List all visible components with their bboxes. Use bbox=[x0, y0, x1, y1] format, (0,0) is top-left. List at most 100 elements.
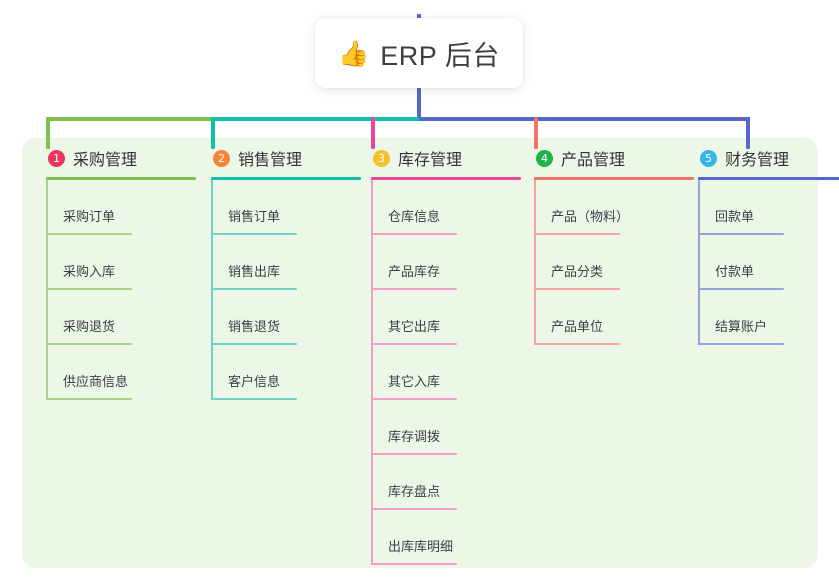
branch-title: 采购管理 bbox=[73, 152, 138, 169]
branch-item[interactable]: 仓库信息 bbox=[371, 180, 521, 235]
branch-header-rule bbox=[46, 177, 196, 180]
branch-header-rule bbox=[371, 177, 521, 180]
branch-item-rule bbox=[211, 398, 297, 400]
branch-item[interactable]: 采购退货 bbox=[46, 290, 196, 345]
branch-spine bbox=[211, 180, 213, 400]
branch-item[interactable]: 销售退货 bbox=[211, 290, 361, 345]
branch-item-label: 结算账户 bbox=[715, 319, 768, 334]
drop-product bbox=[534, 117, 538, 149]
branches-panel bbox=[22, 138, 818, 568]
branch-item[interactable]: 库存调拨 bbox=[371, 400, 521, 455]
branch-number-badge: 5 bbox=[700, 149, 717, 167]
branch-item-rule bbox=[46, 343, 132, 345]
branch-number-badge: 3 bbox=[373, 149, 390, 167]
branch-header-5[interactable]: 5 财务管理 bbox=[698, 146, 839, 170]
branch-item-label: 销售出库 bbox=[228, 264, 281, 279]
branch-item-label: 出库库明细 bbox=[388, 539, 454, 554]
branch-item-label: 采购入库 bbox=[63, 264, 116, 279]
branch-item-rule bbox=[698, 233, 784, 235]
branch-item-label: 销售订单 bbox=[228, 209, 281, 224]
branch-header-rule bbox=[534, 177, 694, 180]
branch-item-label: 供应商信息 bbox=[63, 374, 129, 389]
branch-header-3[interactable]: 3 库存管理 bbox=[371, 146, 521, 170]
drop-inventory bbox=[371, 117, 375, 149]
branch-item-rule bbox=[211, 343, 297, 345]
branch-item[interactable]: 采购订单 bbox=[46, 180, 196, 235]
branch-number-badge: 4 bbox=[536, 149, 553, 167]
branch-item[interactable]: 库存盘点 bbox=[371, 455, 521, 510]
branch-item-label: 产品（物料） bbox=[551, 209, 630, 224]
branch-item[interactable]: 客户信息 bbox=[211, 345, 361, 400]
drop-purchase bbox=[46, 117, 50, 149]
branch-item[interactable]: 回款单 bbox=[698, 180, 839, 235]
branch-item-label: 销售退货 bbox=[228, 319, 281, 334]
branch-item-label: 仓库信息 bbox=[388, 209, 441, 224]
branch-item[interactable]: 销售出库 bbox=[211, 235, 361, 290]
branch-spine bbox=[46, 180, 48, 400]
branch-item-rule bbox=[371, 343, 457, 345]
branch-item-label: 采购退货 bbox=[63, 319, 116, 334]
branch-header-4[interactable]: 4 产品管理 bbox=[534, 146, 694, 170]
branch-item-rule bbox=[371, 288, 457, 290]
branch-item-label: 其它入库 bbox=[388, 374, 441, 389]
bus-segment-green bbox=[46, 117, 213, 121]
drop-finance bbox=[746, 117, 750, 149]
branch-item[interactable]: 销售订单 bbox=[211, 180, 361, 235]
branch-item-label: 采购订单 bbox=[63, 209, 116, 224]
branch-item-rule bbox=[698, 343, 784, 345]
branch-item[interactable]: 产品分类 bbox=[534, 235, 694, 290]
branch-spine bbox=[698, 180, 700, 345]
branch-item[interactable]: 其它入库 bbox=[371, 345, 521, 400]
branch-item[interactable]: 产品（物料） bbox=[534, 180, 694, 235]
branch-item-rule bbox=[371, 508, 457, 510]
branch-item-label: 付款单 bbox=[715, 264, 755, 279]
branch-item[interactable]: 付款单 bbox=[698, 235, 839, 290]
branch-spine bbox=[534, 180, 536, 345]
branch-item-list: 销售订单销售出库销售退货客户信息 bbox=[211, 180, 361, 400]
branch-item-label: 库存调拨 bbox=[388, 429, 441, 444]
branch-header-rule bbox=[211, 177, 361, 180]
branch-item-label: 产品分类 bbox=[551, 264, 604, 279]
branch-item[interactable]: 产品库存 bbox=[371, 235, 521, 290]
root-node-content: 👍 ERP 后台 bbox=[338, 34, 500, 73]
branch-item-rule bbox=[534, 233, 620, 235]
branch-column-5: 5 财务管理回款单付款单结算账户 bbox=[698, 146, 839, 345]
drop-sales bbox=[211, 117, 215, 149]
branch-column-4: 4 产品管理产品（物料） 产品分类产品单位 bbox=[534, 146, 694, 345]
branch-item-rule bbox=[371, 233, 457, 235]
branch-item-rule bbox=[534, 343, 620, 345]
branch-item-list: 采购订单采购入库采购退货供应商信息 bbox=[46, 180, 196, 400]
branch-item[interactable]: 出库库明细 bbox=[371, 510, 521, 565]
branch-item-label: 回款单 bbox=[715, 209, 755, 224]
branch-item-label: 产品单位 bbox=[551, 319, 604, 334]
branch-item-list: 仓库信息产品库存其它出库其它入库库存调拨库存盘点出库库明细 bbox=[371, 180, 521, 565]
bus-segment-teal bbox=[213, 117, 419, 121]
branch-spine bbox=[371, 180, 373, 565]
branch-item-rule bbox=[211, 288, 297, 290]
branch-item[interactable]: 供应商信息 bbox=[46, 345, 196, 400]
branch-item-list: 回款单付款单结算账户 bbox=[698, 180, 839, 345]
branch-title: 产品管理 bbox=[561, 152, 626, 169]
branch-item-label: 客户信息 bbox=[228, 374, 281, 389]
branch-item-list: 产品（物料） 产品分类产品单位 bbox=[534, 180, 694, 345]
branch-item-rule bbox=[46, 398, 132, 400]
branch-title: 销售管理 bbox=[238, 152, 303, 169]
branch-item[interactable]: 采购入库 bbox=[46, 235, 196, 290]
branch-item-rule bbox=[371, 563, 457, 565]
root-node[interactable]: 👍 ERP 后台 bbox=[315, 18, 523, 88]
branch-title: 库存管理 bbox=[398, 152, 463, 169]
branch-item[interactable]: 结算账户 bbox=[698, 290, 839, 345]
branch-item-label: 库存盘点 bbox=[388, 484, 441, 499]
root-title: ERP 后台 bbox=[380, 40, 500, 71]
branch-title: 财务管理 bbox=[725, 152, 790, 169]
branch-item-rule bbox=[46, 288, 132, 290]
branch-item[interactable]: 其它出库 bbox=[371, 290, 521, 345]
branch-item-rule bbox=[534, 288, 620, 290]
branch-item[interactable]: 产品单位 bbox=[534, 290, 694, 345]
branch-header-rule bbox=[698, 177, 839, 180]
